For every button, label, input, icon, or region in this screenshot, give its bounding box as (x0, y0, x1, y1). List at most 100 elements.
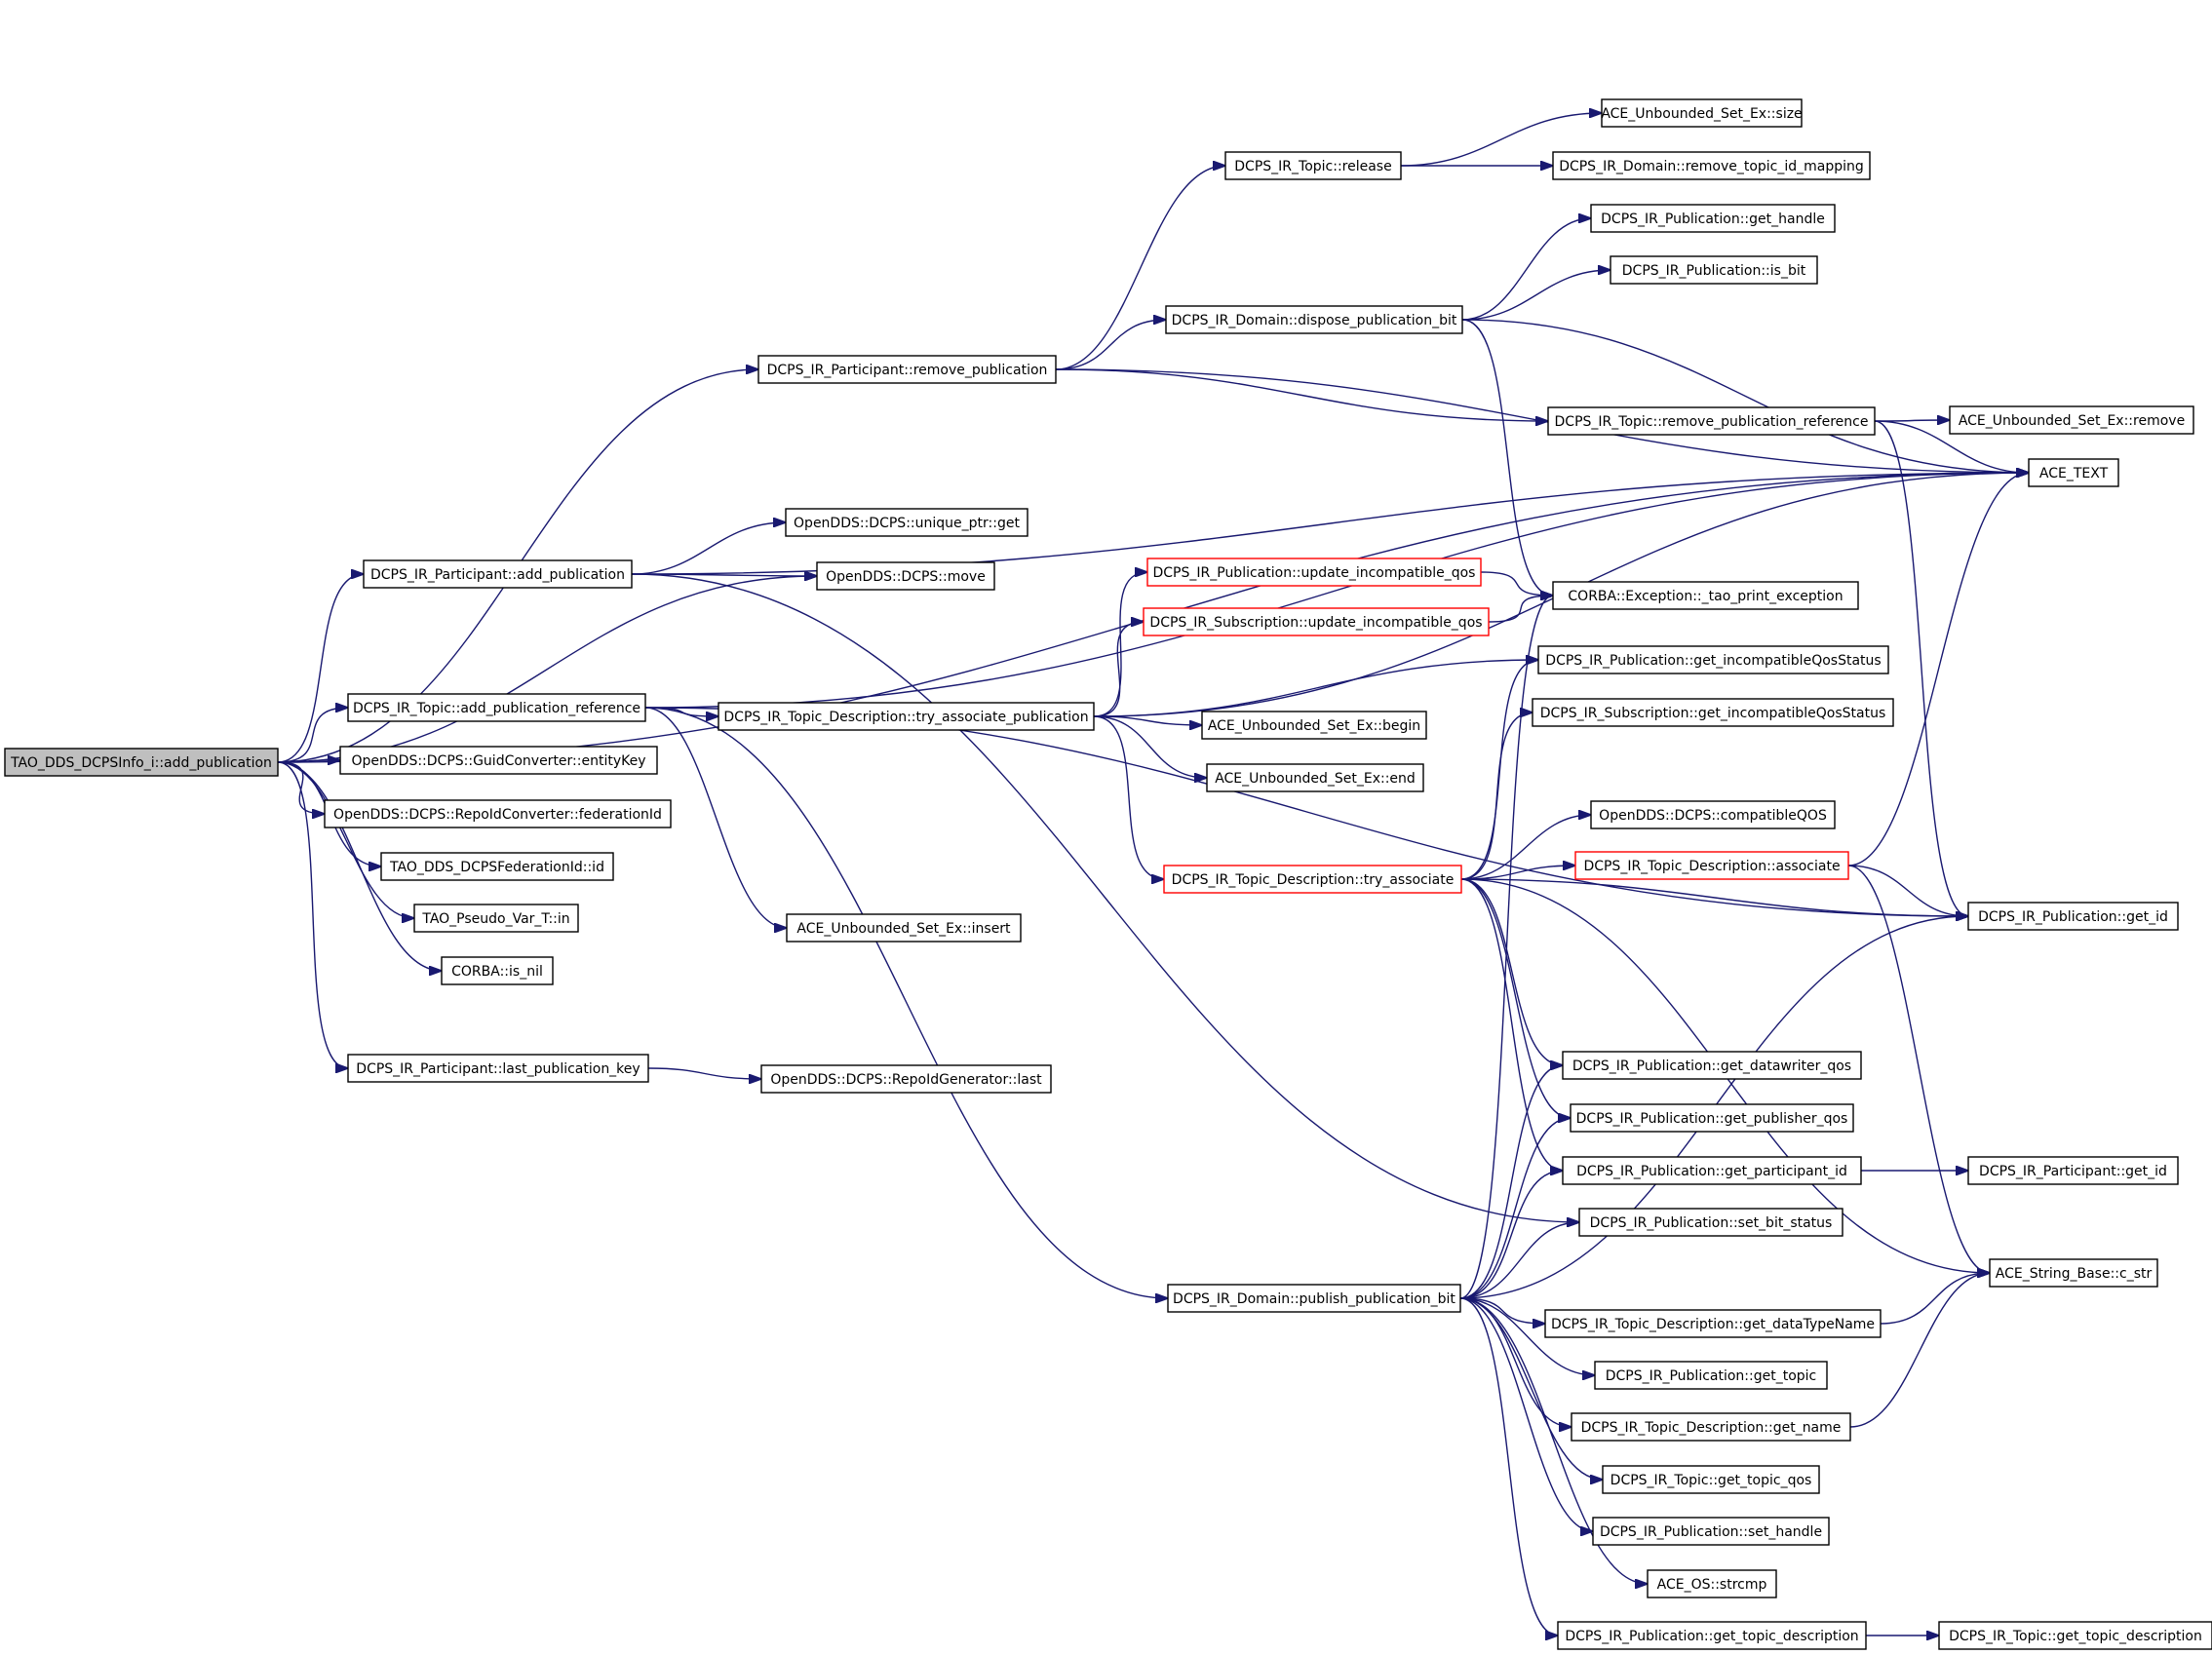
node-pub_set_handle[interactable]: DCPS_IR_Publication::set_handle (1592, 1517, 1830, 1546)
node-pseudo_in[interactable]: TAO_Pseudo_Var_T::in (413, 904, 579, 933)
node-box[interactable] (1532, 698, 1894, 727)
node-part_get_id[interactable]: DCPS_IR_Participant::get_id (1967, 1156, 2179, 1185)
node-box[interactable] (324, 799, 672, 828)
node-box[interactable] (1938, 1621, 2212, 1650)
node-part_add_pub[interactable]: DCPS_IR_Participant::add_publication (363, 559, 633, 589)
node-domain_remove_mapping[interactable]: DCPS_IR_Domain::remove_topic_id_mapping (1552, 151, 1871, 180)
node-box[interactable] (816, 561, 995, 591)
node-domain_publish_bit[interactable]: DCPS_IR_Domain::publish_publication_bit (1167, 1284, 1461, 1313)
node-box[interactable] (363, 559, 633, 589)
node-box[interactable] (1224, 151, 1402, 180)
node-box[interactable] (1602, 1465, 1820, 1494)
node-box[interactable] (1590, 204, 1836, 233)
node-box[interactable] (339, 746, 658, 775)
node-box[interactable] (760, 1064, 1052, 1094)
node-pub_get_handle[interactable]: DCPS_IR_Publication::get_handle (1590, 204, 1836, 233)
node-box[interactable] (4, 748, 279, 777)
node-box[interactable] (1201, 711, 1427, 740)
node-td_get_name[interactable]: DCPS_IR_Topic_Description::get_name (1571, 1412, 1851, 1442)
node-box[interactable] (1610, 255, 1818, 285)
node-box[interactable] (1989, 1258, 2158, 1288)
node-fed_id[interactable]: TAO_DDS_DCPSFederationId::id (380, 852, 614, 881)
node-domain_dispose[interactable]: DCPS_IR_Domain::dispose_publication_bit (1165, 305, 1463, 334)
node-box[interactable] (1146, 558, 1482, 587)
node-box[interactable] (1562, 1051, 1862, 1080)
node-box[interactable] (1571, 1412, 1851, 1442)
node-unique_ptr_get[interactable]: OpenDDS::DCPS::unique_ptr::get (785, 508, 1028, 537)
node-box[interactable] (1967, 1156, 2179, 1185)
node-box[interactable] (1574, 851, 1849, 880)
node-corba_is_nil[interactable]: CORBA::is_nil (441, 956, 554, 985)
node-compatible_qos[interactable]: OpenDDS::DCPS::compatibleQOS (1590, 800, 1836, 829)
node-dcps_move[interactable]: OpenDDS::DCPS::move (816, 561, 995, 591)
node-box[interactable] (718, 702, 1095, 731)
node-box[interactable] (785, 508, 1028, 537)
node-topic_add_ref[interactable]: DCPS_IR_Topic::add_publication_reference (347, 693, 646, 722)
node-box[interactable] (441, 956, 554, 985)
node-box[interactable] (1557, 1621, 1867, 1650)
node-box[interactable] (1578, 1208, 1843, 1237)
node-set_begin[interactable]: ACE_Unbounded_Set_Ex::begin (1201, 711, 1427, 740)
node-box[interactable] (1547, 406, 1876, 436)
node-pub_get_dw_qos[interactable]: DCPS_IR_Publication::get_datawriter_qos (1562, 1051, 1862, 1080)
node-sub_get_incompat[interactable]: DCPS_IR_Subscription::get_incompatibleQo… (1532, 698, 1894, 727)
node-box[interactable] (786, 913, 1022, 943)
node-set_size[interactable]: ACE_Unbounded_Set_Ex::size (1601, 98, 1803, 128)
node-box[interactable] (1163, 865, 1462, 894)
node-ace_text[interactable]: ACE_TEXT (2028, 458, 2119, 487)
node-tao_print_exc[interactable]: CORBA::Exception::_tao_print_exception (1552, 581, 1859, 610)
node-set_insert[interactable]: ACE_Unbounded_Set_Ex::insert (786, 913, 1022, 943)
node-box[interactable] (1206, 763, 1424, 792)
node-pub_get_part_id[interactable]: DCPS_IR_Publication::get_participant_id (1562, 1156, 1862, 1185)
node-part_last_key[interactable]: DCPS_IR_Participant::last_publication_ke… (347, 1054, 649, 1083)
node-box[interactable] (1562, 1156, 1862, 1185)
node-root[interactable]: TAO_DDS_DCPSInfo_i::add_publication (4, 748, 279, 777)
node-box[interactable] (1592, 1517, 1830, 1546)
node-c_str[interactable]: ACE_String_Base::c_str (1989, 1258, 2158, 1288)
node-pub_set_bit_status[interactable]: DCPS_IR_Publication::set_bit_status (1578, 1208, 1843, 1237)
node-box[interactable] (1143, 607, 1490, 636)
node-box[interactable] (1570, 1103, 1854, 1133)
node-pub_update_qos[interactable]: DCPS_IR_Publication::update_incompatible… (1146, 558, 1482, 587)
node-set_end[interactable]: ACE_Unbounded_Set_Ex::end (1206, 763, 1424, 792)
node-box[interactable] (1167, 1284, 1461, 1313)
node-sub_update_qos[interactable]: DCPS_IR_Subscription::update_incompatibl… (1143, 607, 1490, 636)
node-box[interactable] (380, 852, 614, 881)
node-box[interactable] (1601, 98, 1803, 128)
node-topic_remove_ref[interactable]: DCPS_IR_Topic::remove_publication_refere… (1547, 406, 1876, 436)
node-box[interactable] (1165, 305, 1463, 334)
node-td_associate[interactable]: DCPS_IR_Topic_Description::associate (1574, 851, 1849, 880)
node-pub_get_incompat[interactable]: DCPS_IR_Publication::get_incompatibleQos… (1537, 645, 1889, 674)
node-guid_entity_key[interactable]: OpenDDS::DCPS::GuidConverter::entityKey (339, 746, 658, 775)
node-td_try_associate[interactable]: DCPS_IR_Topic_Description::try_associate (1163, 865, 1462, 894)
node-repo_federation_id[interactable]: OpenDDS::DCPS::RepoIdConverter::federati… (324, 799, 672, 828)
node-set_remove[interactable]: ACE_Unbounded_Set_Ex::remove (1949, 405, 2194, 435)
node-box[interactable] (1590, 800, 1836, 829)
node-box[interactable] (347, 1054, 649, 1083)
node-pub_get_id[interactable]: DCPS_IR_Publication::get_id (1967, 902, 2179, 931)
node-pub_get_topic[interactable]: DCPS_IR_Publication::get_topic (1594, 1361, 1828, 1390)
node-box[interactable] (1552, 151, 1871, 180)
node-box[interactable] (2028, 458, 2119, 487)
node-box[interactable] (1967, 902, 2179, 931)
node-box[interactable] (347, 693, 646, 722)
node-box[interactable] (1647, 1569, 1777, 1598)
node-td_get_datatype[interactable]: DCPS_IR_Topic_Description::get_dataTypeN… (1544, 1309, 1882, 1338)
node-box[interactable] (757, 355, 1057, 384)
node-topic_get_qos[interactable]: DCPS_IR_Topic::get_topic_qos (1602, 1465, 1820, 1494)
node-box[interactable] (1552, 581, 1859, 610)
node-part_remove_pub[interactable]: DCPS_IR_Participant::remove_publication (757, 355, 1057, 384)
node-td_try_assoc_pub[interactable]: DCPS_IR_Topic_Description::try_associate… (718, 702, 1095, 731)
node-box[interactable] (1949, 405, 2194, 435)
node-repo_gen_last[interactable]: OpenDDS::DCPS::RepoIdGenerator::last (760, 1064, 1052, 1094)
node-box[interactable] (1594, 1361, 1828, 1390)
node-box[interactable] (1537, 645, 1889, 674)
node-pub_get_pub_qos[interactable]: DCPS_IR_Publication::get_publisher_qos (1570, 1103, 1854, 1133)
node-os_strcmp[interactable]: ACE_OS::strcmp (1647, 1569, 1777, 1598)
node-topic_get_topic_desc[interactable]: DCPS_IR_Topic::get_topic_description (1938, 1621, 2212, 1650)
node-pub_get_topic_desc[interactable]: DCPS_IR_Publication::get_topic_descripti… (1557, 1621, 1867, 1650)
node-box[interactable] (1544, 1309, 1882, 1338)
node-pub_is_bit[interactable]: DCPS_IR_Publication::is_bit (1610, 255, 1818, 285)
node-box[interactable] (413, 904, 579, 933)
node-topic_release[interactable]: DCPS_IR_Topic::release (1224, 151, 1402, 180)
